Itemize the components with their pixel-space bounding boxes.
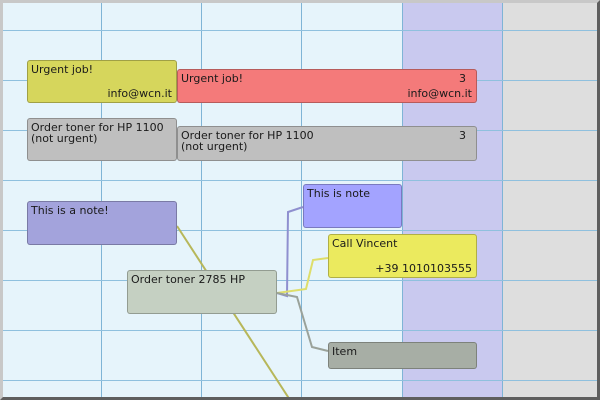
note-email: info@wcn.it — [407, 87, 472, 100]
connector-line — [276, 292, 329, 352]
note-title: Urgent job! — [181, 72, 244, 85]
note-title: Item — [332, 345, 358, 358]
connector-line — [276, 257, 329, 294]
note-card-this-is-note[interactable]: This is note — [303, 184, 402, 228]
note-card-order-toner-2785[interactable]: Order toner 2785 HP — [127, 270, 277, 314]
grid-line — [502, 0, 503, 400]
note-card-urgent-expanded[interactable]: Urgent job! 3 info@wcn.it — [177, 69, 477, 103]
note-title: This is note — [307, 187, 371, 200]
grid-line — [0, 30, 600, 31]
note-email: info@wcn.it — [107, 87, 172, 100]
grid-line — [301, 0, 302, 400]
grid-line — [0, 280, 600, 281]
grid-line — [101, 0, 102, 400]
grid-line — [201, 0, 202, 400]
grid-line — [0, 380, 600, 381]
note-phone: +39 1010103555 — [375, 262, 472, 275]
note-card-urgent[interactable]: Urgent job! info@wcn.it — [27, 60, 177, 103]
note-card-toner[interactable]: Order toner for HP 1100 (not urgent) — [27, 118, 177, 161]
note-count: 3 — [459, 72, 466, 85]
connector-line — [276, 206, 304, 298]
grid-line — [0, 330, 600, 331]
note-card-item[interactable]: Item — [328, 342, 477, 369]
note-title: Call Vincent — [332, 237, 398, 250]
note-card-this-is-a-note[interactable]: This is a note! — [27, 201, 177, 245]
note-title: Order toner for HP 1100 (not urgent) — [31, 121, 164, 145]
note-card-toner-expanded[interactable]: Order toner for HP 1100 (not urgent) 3 — [177, 126, 477, 161]
grid-line — [0, 180, 600, 181]
grey-column — [503, 0, 600, 400]
highlighted-column — [403, 0, 503, 400]
note-count: 3 — [459, 129, 466, 142]
grid-line — [402, 0, 403, 400]
note-title: This is a note! — [31, 204, 109, 217]
note-title: Order toner 2785 HP — [131, 273, 245, 286]
note-card-call-vincent[interactable]: Call Vincent +39 1010103555 — [328, 234, 477, 278]
note-title: Order toner for HP 1100 (not urgent) — [181, 129, 314, 153]
note-title: Urgent job! — [31, 63, 94, 76]
